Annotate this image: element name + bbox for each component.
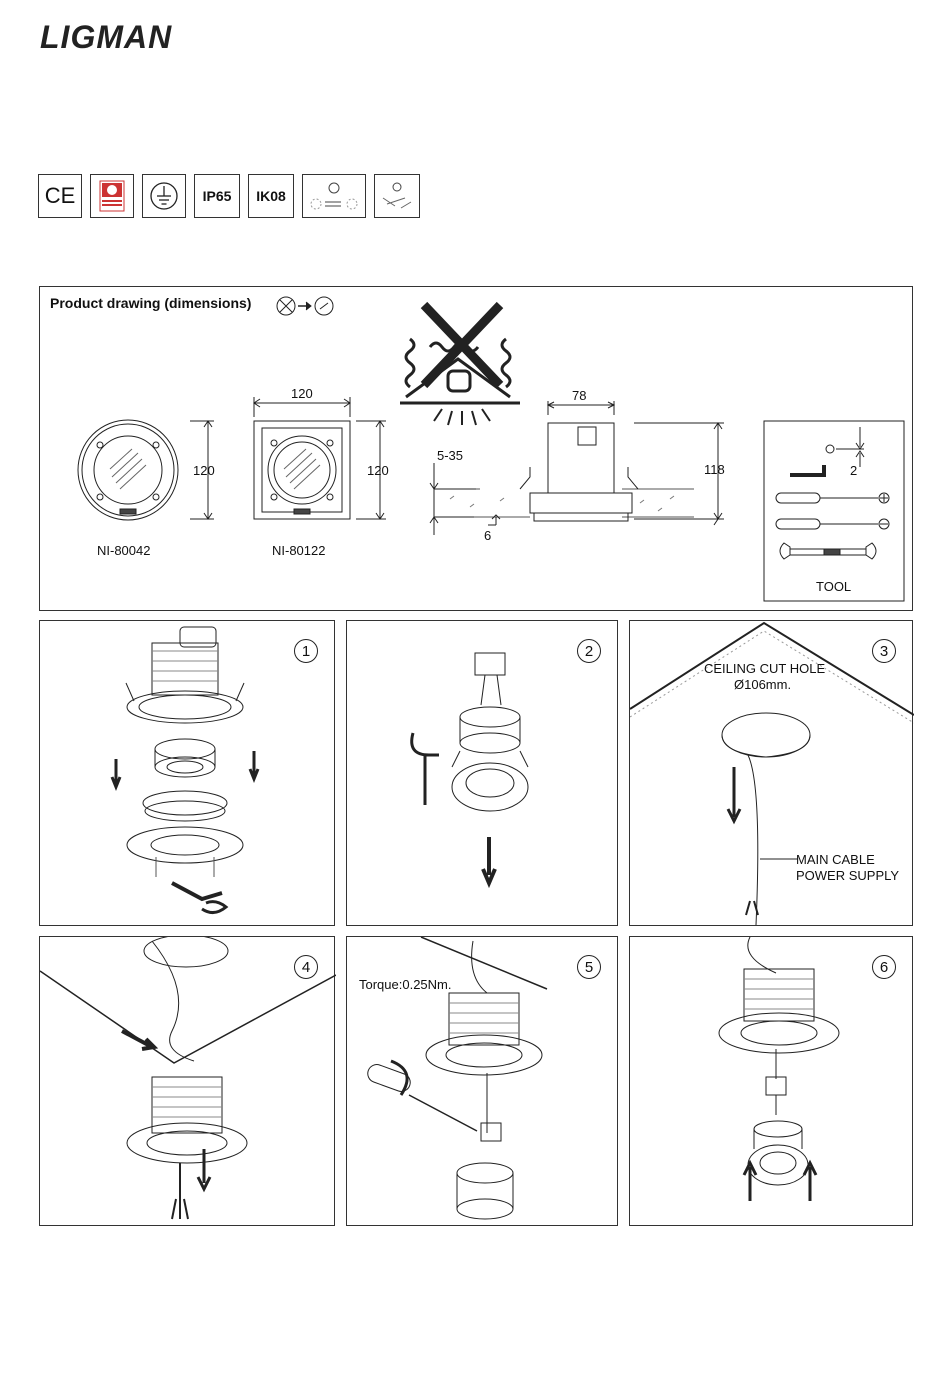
step-4-drawing <box>40 937 336 1227</box>
ligman-logo: LIGMAN <box>38 18 228 56</box>
dimensions-drawing <box>40 287 914 612</box>
certification-badges: CE IP65 IK08 <box>38 174 420 222</box>
protrusion: 6 <box>484 528 491 543</box>
allen-size: 2 <box>850 463 857 478</box>
step-1-drawing <box>40 621 336 927</box>
logo-text: LIGMAN <box>40 19 172 55</box>
ik08-badge: IK08 <box>248 174 294 218</box>
dimensions-title: Product drawing (dimensions) <box>50 295 251 311</box>
tool-label: TOOL <box>816 579 851 594</box>
step-1-number: 1 <box>294 639 318 663</box>
step-2-number: 2 <box>577 639 601 663</box>
square-height: 120 <box>367 463 389 478</box>
square-code: NI-80122 <box>272 543 325 558</box>
ceiling-hole-size: Ø106mm. <box>734 677 791 692</box>
step-1-panel: 1 <box>39 620 335 926</box>
step-4-number: 4 <box>294 955 318 979</box>
step-6-number: 6 <box>872 955 896 979</box>
ce-mark-icon: CE <box>38 174 82 218</box>
main-cable-label: MAIN CABLE <box>796 852 875 867</box>
led-replaceable-icon <box>374 174 420 218</box>
ceiling-hole-title: CEILING CUT HOLE <box>704 661 825 676</box>
round-code: NI-80042 <box>97 543 150 558</box>
round-height: 120 <box>193 463 215 478</box>
ceiling-thickness: 5-35 <box>437 448 463 463</box>
quality-cert-icon <box>90 174 134 218</box>
step-2-panel: 2 <box>346 620 618 926</box>
side-height: 118 <box>704 462 725 477</box>
step-3-number: 3 <box>872 639 896 663</box>
square-fixture-drawing <box>254 397 386 519</box>
dimmable-icon <box>302 174 366 218</box>
no-insulation-cover-icon <box>400 305 520 425</box>
tool-box <box>764 421 904 601</box>
square-width: 120 <box>291 386 313 401</box>
step-2-drawing <box>347 621 619 927</box>
dimensions-panel: Product drawing (dimensions) 120 NI-8004… <box>39 286 913 611</box>
ip65-badge: IP65 <box>194 174 240 218</box>
step-6-drawing <box>630 937 914 1227</box>
side-width: 78 <box>572 388 586 403</box>
torque-label: Torque:0.25Nm. <box>359 977 452 992</box>
step-5-number: 5 <box>577 955 601 979</box>
step-5-panel: 5 Torque:0.25Nm. <box>346 936 618 1226</box>
step-3-panel: 3 CEILING CUT HOLE Ø106mm. MAIN CABLE PO… <box>629 620 913 926</box>
earth-ground-icon <box>142 174 186 218</box>
step-4-panel: 4 <box>39 936 335 1226</box>
step-6-panel: 6 <box>629 936 913 1226</box>
power-supply-label: POWER SUPPLY <box>796 868 899 883</box>
